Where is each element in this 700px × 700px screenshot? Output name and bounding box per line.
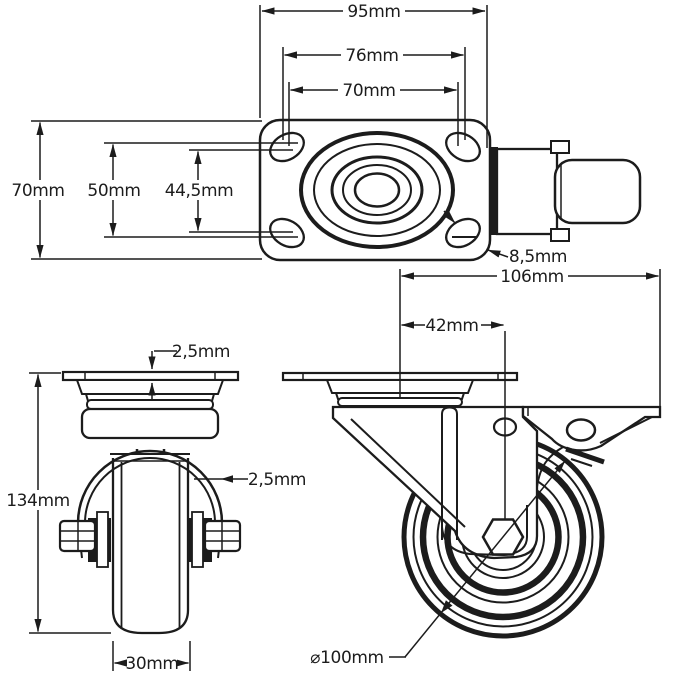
front-view-caster: 134mm 2,5mm 2,5mm 30mm xyxy=(6,342,306,674)
dim-label-70mm-top: 70mm xyxy=(342,81,395,101)
dim-wheel-width: 30mm xyxy=(112,641,191,674)
washer-left xyxy=(96,511,109,568)
dim-bolt-spacing-76: 76mm xyxy=(282,46,466,140)
swivel-housing-front-view xyxy=(75,379,225,440)
dim-label-100mm: ⌀100mm xyxy=(310,648,383,668)
dim-total-length: 106mm xyxy=(399,267,661,410)
dim-fork-thickness: 2,5mm xyxy=(194,470,306,490)
dim-swivel-offset: 42mm xyxy=(400,316,506,519)
dim-hole-diameter: 8,5mm xyxy=(443,210,567,267)
mounting-plate-outline xyxy=(258,118,492,262)
brake-hinge xyxy=(489,147,498,235)
dim-label-50mm: 50mm xyxy=(87,181,140,201)
dim-label-134mm: 134mm xyxy=(6,491,70,511)
dim-label-8-5mm: 8,5mm xyxy=(509,247,567,267)
bolt-hole-top-left xyxy=(269,131,305,163)
dim-label-30mm: 30mm xyxy=(125,654,178,674)
dim-bolt-spacing-50: 50mm xyxy=(86,142,298,238)
dim-label-76mm: 76mm xyxy=(345,46,398,66)
wheel-front-view xyxy=(111,458,190,635)
bolt-hole-bottom-left xyxy=(269,217,305,249)
top-view-mounting-plate: 95mm 76mm 70mm 70mm xyxy=(9,2,642,267)
dim-bolt-spacing-70: 70mm xyxy=(288,81,459,146)
dim-label-70mm-left: 70mm xyxy=(11,181,64,201)
dim-label-2-5mm-top: 2,5mm xyxy=(172,342,230,362)
dim-total-height: 134mm xyxy=(6,372,111,634)
brake-lever-top-view xyxy=(489,140,642,242)
brake-pad xyxy=(565,446,605,465)
fork-hole-large xyxy=(565,418,597,442)
axle-nut-right xyxy=(203,519,242,553)
washer-right xyxy=(191,511,204,568)
wheel-side-view xyxy=(401,435,605,639)
top-plate-front-view xyxy=(61,370,240,382)
dim-label-106mm: 106mm xyxy=(500,267,564,287)
axle-hardware-front-view xyxy=(58,511,242,568)
dim-bolt-spacing-44-5: 44,5mm xyxy=(165,149,293,233)
fork-side-view xyxy=(331,405,564,560)
dim-plate-thickness: 2,5mm xyxy=(148,342,230,400)
dim-label-2-5mm-right: 2,5mm xyxy=(248,470,306,490)
dim-wheel-diameter: ⌀100mm xyxy=(310,460,566,668)
axle-nut-left xyxy=(58,519,97,553)
dim-label-44-5mm: 44,5mm xyxy=(165,181,234,201)
dim-label-42mm: 42mm xyxy=(425,316,478,336)
dim-plate-depth: 70mm xyxy=(9,120,262,260)
bolt-hole-bottom-right xyxy=(445,217,481,249)
bolt-hole-top-right xyxy=(445,131,481,163)
swivel-bearing-rings xyxy=(299,131,455,249)
dim-label-95mm: 95mm xyxy=(347,2,400,22)
side-view-caster: 106mm 42mm ⌀100mm xyxy=(281,267,662,668)
brake-assembly-side-view xyxy=(492,405,662,467)
dim-plate-width: 95mm xyxy=(259,2,488,148)
